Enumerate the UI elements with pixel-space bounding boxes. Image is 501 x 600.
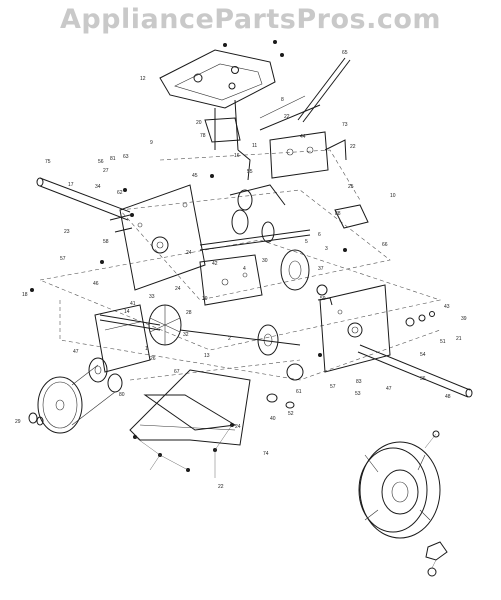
callout-19: 19 — [202, 296, 208, 302]
callout-57-right: 57 — [330, 384, 336, 390]
callout-62: 62 — [117, 190, 123, 196]
callout-45: 45 — [192, 173, 198, 179]
callout-30: 30 — [262, 258, 268, 264]
callout-29: 29 — [15, 419, 21, 425]
callout-52: 52 — [288, 411, 294, 417]
callout-55: 55 — [247, 169, 253, 175]
impeller-fan — [99, 304, 182, 346]
callout-47-left: 47 — [73, 349, 79, 355]
callout-80: 80 — [119, 392, 125, 398]
callout-58: 58 — [103, 239, 109, 245]
callout-47-right: 47 — [386, 386, 392, 392]
right-axle-shaft — [357, 344, 473, 398]
callout-65: 65 — [342, 50, 348, 56]
callout-73: 73 — [342, 122, 348, 128]
callout-24-center: 24 — [186, 250, 192, 256]
callout-22-bottom: 22 — [218, 484, 224, 490]
upper-handle-panel — [159, 49, 276, 181]
pulley-set — [88, 357, 123, 393]
callout-36: 36 — [420, 376, 426, 382]
callout-81: 81 — [110, 156, 116, 162]
callout-46: 46 — [93, 281, 99, 287]
washer-stack — [28, 412, 44, 426]
lower-drive-gear — [179, 324, 301, 356]
callout-32: 32 — [183, 332, 189, 338]
left-frame-bracket — [94, 304, 151, 373]
callout-5: 5 — [305, 239, 308, 245]
large-drive-pulley — [37, 364, 116, 434]
callout-11: 11 — [252, 143, 257, 149]
callout-14: 14 — [124, 309, 130, 315]
callout-42: 42 — [212, 261, 218, 267]
callout-74: 74 — [263, 451, 269, 457]
callout-4: 4 — [243, 266, 246, 272]
callout-10: 10 — [390, 193, 396, 199]
right-side-plate — [319, 284, 391, 373]
bottom-bolts — [133, 423, 234, 478]
callout-41: 41 — [130, 301, 136, 307]
callout-8: 8 — [281, 97, 284, 103]
callout-67: 67 — [174, 369, 180, 375]
callout-1: 1 — [145, 346, 148, 352]
callout-66: 66 — [382, 242, 388, 248]
callout-54: 54 — [420, 352, 426, 358]
callout-83: 83 — [356, 379, 362, 385]
watermark-text: AppliancePartsPros.com — [59, 4, 442, 35]
callout-13: 13 — [204, 353, 210, 359]
left-side-plate — [109, 184, 206, 291]
callout-23: 23 — [64, 229, 70, 235]
callout-16: 16 — [234, 153, 240, 159]
callout-39: 39 — [461, 316, 467, 322]
callout-61: 61 — [296, 389, 302, 395]
left-axle-shaft — [36, 177, 131, 221]
callout-43: 43 — [444, 304, 450, 310]
callout-48: 48 — [445, 394, 451, 400]
callout-12: 12 — [140, 76, 146, 82]
center-gear-assembly — [199, 184, 311, 291]
callout-37: 37 — [318, 266, 324, 272]
bottom-plate — [143, 394, 237, 431]
center-housing-plate — [199, 254, 263, 306]
callout-3: 3 — [325, 246, 328, 252]
callout-17: 17 — [68, 182, 74, 188]
callout-27: 27 — [103, 168, 109, 174]
callout-34: 34 — [95, 184, 101, 190]
callout-21: 21 — [456, 336, 462, 342]
callout-51: 51 — [440, 339, 446, 345]
callout-26: 26 — [150, 356, 156, 362]
callout-63: 63 — [123, 154, 129, 160]
callout-57-left: 57 — [60, 256, 66, 262]
callout-56: 56 — [98, 159, 104, 165]
callout-18: 18 — [22, 292, 28, 298]
callout-78: 78 — [200, 133, 206, 139]
callout-9: 9 — [150, 140, 153, 146]
callout-2: 2 — [228, 336, 231, 342]
dashed-frame-lines — [38, 149, 442, 381]
callout-28: 28 — [186, 310, 192, 316]
callout-22-top: 22 — [284, 114, 290, 120]
callout-44: 44 — [300, 134, 306, 140]
misc-bolts — [30, 40, 347, 357]
bracket-plate — [269, 131, 347, 179]
callout-33: 33 — [149, 294, 155, 300]
callout-88: 88 — [335, 211, 341, 217]
callout-6: 6 — [318, 232, 321, 238]
callout-24-bottom: 24 — [235, 424, 241, 430]
callout-24-left: 24 — [175, 286, 181, 292]
control-rods — [259, 57, 351, 131]
callout-25: 25 — [348, 184, 354, 190]
wheel-assembly — [358, 430, 448, 577]
right-hardware — [266, 204, 435, 409]
lower-shield — [129, 369, 251, 446]
callout-labels: 12 65 8 20 78 9 16 22 73 44 22 75 56 81 … — [15, 50, 467, 490]
callout-20: 20 — [196, 120, 202, 126]
callout-59: 59 — [320, 296, 326, 302]
callout-22-right: 22 — [350, 144, 356, 150]
callout-75: 75 — [45, 159, 51, 165]
callout-40: 40 — [270, 416, 276, 422]
callout-53: 53 — [355, 391, 361, 397]
